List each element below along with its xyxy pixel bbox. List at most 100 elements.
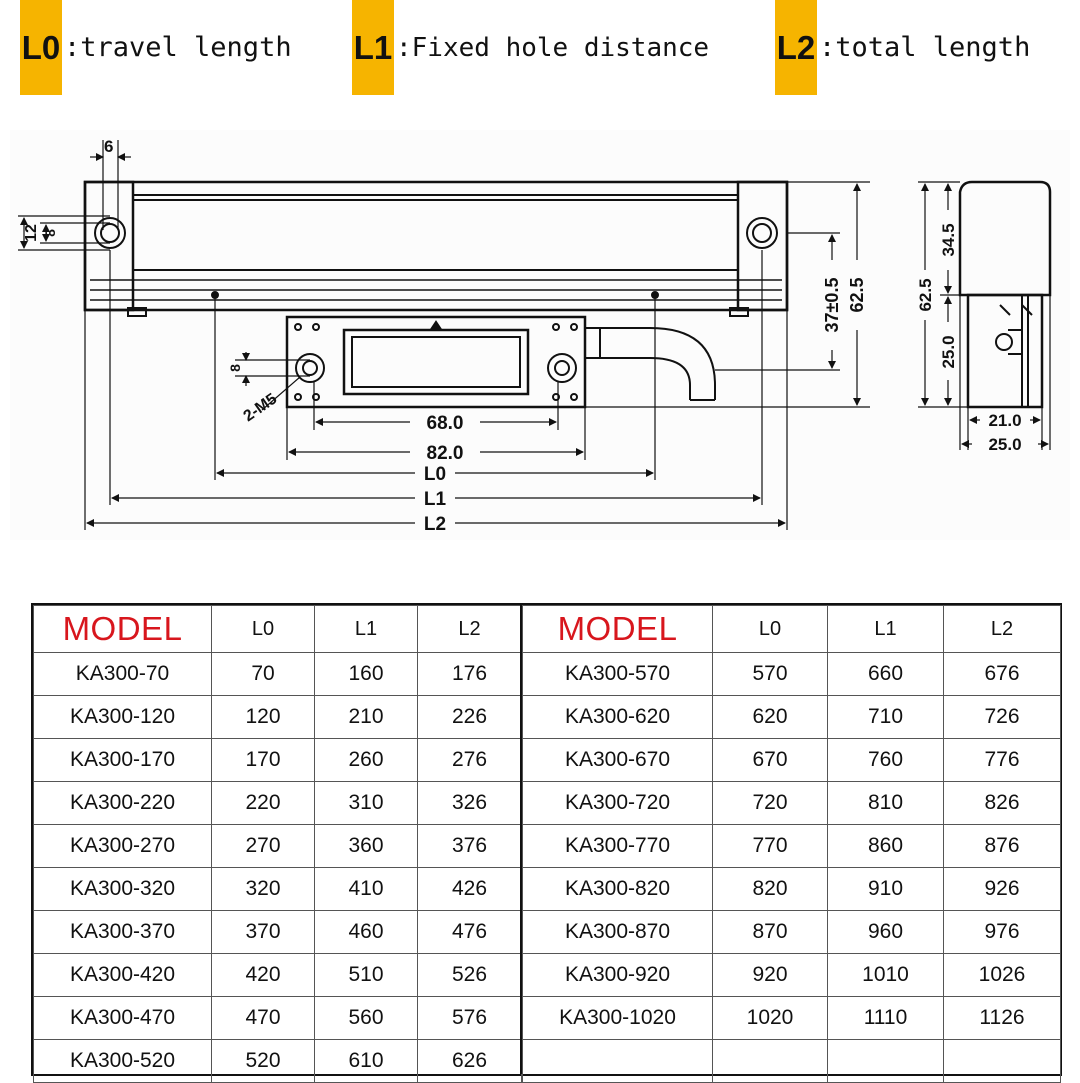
value-cell: 310 <box>314 781 418 825</box>
value-cell: 760 <box>827 738 944 782</box>
value-cell: 226 <box>417 695 522 739</box>
dimension-lines <box>18 140 1051 530</box>
header-l1: L1 <box>314 605 418 653</box>
dim-25-0-vertical: 25.0 <box>939 335 958 368</box>
dim-l1: L1 <box>424 489 447 510</box>
model-cell: KA300-770 <box>522 824 713 868</box>
value-cell: 570 <box>712 652 828 696</box>
value-cell: 1026 <box>943 953 1061 997</box>
value-cell: 476 <box>417 910 522 954</box>
dim-8-head: 8 <box>227 364 243 372</box>
header-l0: L0 <box>211 605 315 653</box>
dim-21-0: 21.0 <box>988 411 1021 430</box>
model-cell: KA300-520 <box>33 1039 212 1083</box>
model-cell: KA300-70 <box>33 652 212 696</box>
value-cell: 576 <box>417 996 522 1040</box>
legend-l2-key: L2 <box>775 0 817 95</box>
scale-drawing-svg: 6 12 8 8 2-M5 68.0 82.0 L0 L1 L2 37±0.5 … <box>18 137 1052 535</box>
dim-2-m5: 2-M5 <box>241 390 281 425</box>
model-cell: KA300-320 <box>33 867 212 911</box>
value-cell: 610 <box>314 1039 418 1083</box>
dim-25-0-width: 25.0 <box>988 435 1021 454</box>
legend-l1: L1 :Fixed hole distance <box>352 0 709 95</box>
model-cell: KA300-370 <box>33 910 212 954</box>
value-cell: 170 <box>211 738 315 782</box>
dim-34-5: 34.5 <box>939 223 958 256</box>
dim-8-left: 8 <box>42 229 58 237</box>
value-cell: 660 <box>827 652 944 696</box>
table-row <box>522 1039 1061 1083</box>
dim-12: 12 <box>23 224 40 242</box>
model-cell: KA300-270 <box>33 824 212 868</box>
value-cell: 460 <box>314 910 418 954</box>
value-cell: 960 <box>827 910 944 954</box>
value-cell: 826 <box>943 781 1061 825</box>
value-cell: 220 <box>211 781 315 825</box>
legend-l1-text: :Fixed hole distance <box>396 32 710 63</box>
dim-62-5-side: 62.5 <box>916 278 935 311</box>
mounting-hole-left <box>94 217 126 249</box>
header-l0: L0 <box>712 605 828 653</box>
reading-head <box>285 315 716 409</box>
model-cell <box>522 1039 713 1083</box>
value-cell: 1110 <box>827 996 944 1040</box>
value-cell: 770 <box>712 824 828 868</box>
model-cell: KA300-420 <box>33 953 212 997</box>
value-cell: 160 <box>314 652 418 696</box>
model-cell: KA300-870 <box>522 910 713 954</box>
dim-37: 37±0.5 <box>822 278 842 333</box>
header-l2: L2 <box>417 605 522 653</box>
value-cell: 520 <box>211 1039 315 1083</box>
model-cell: KA300-170 <box>33 738 212 782</box>
value-cell: 810 <box>827 781 944 825</box>
value-cell: 1010 <box>827 953 944 997</box>
value-cell: 910 <box>827 867 944 911</box>
value-cell: 370 <box>211 910 315 954</box>
mounting-hole-right <box>746 217 778 249</box>
legend-l2-text: :total length <box>819 32 1031 63</box>
value-cell: 726 <box>943 695 1061 739</box>
value-cell: 360 <box>314 824 418 868</box>
model-cell: KA300-920 <box>522 953 713 997</box>
header-model: MODEL <box>522 605 713 653</box>
legend-l2: L2 :total length <box>775 0 1030 95</box>
model-cell: KA300-120 <box>33 695 212 739</box>
legend-l0-text: :travel length <box>64 32 292 63</box>
header-model: MODEL <box>33 605 212 653</box>
value-cell: 320 <box>211 867 315 911</box>
value-cell: 860 <box>827 824 944 868</box>
value-cell: 376 <box>417 824 522 868</box>
value-cell: 926 <box>943 867 1061 911</box>
model-cell: KA300-570 <box>522 652 713 696</box>
value-cell: 420 <box>211 953 315 997</box>
value-cell: 876 <box>943 824 1061 868</box>
value-cell: 410 <box>314 867 418 911</box>
dim-68: 68.0 <box>427 413 464 434</box>
dim-l2: L2 <box>424 514 446 535</box>
legend-bar: L0 :travel length L1 :Fixed hole distanc… <box>0 0 1080 100</box>
value-cell <box>712 1039 828 1083</box>
value-cell: 620 <box>712 695 828 739</box>
model-cell: KA300-1020 <box>522 996 713 1040</box>
model-cell: KA300-620 <box>522 695 713 739</box>
value-cell: 526 <box>417 953 522 997</box>
legend-l0: L0 :travel length <box>20 0 292 95</box>
value-cell: 470 <box>211 996 315 1040</box>
